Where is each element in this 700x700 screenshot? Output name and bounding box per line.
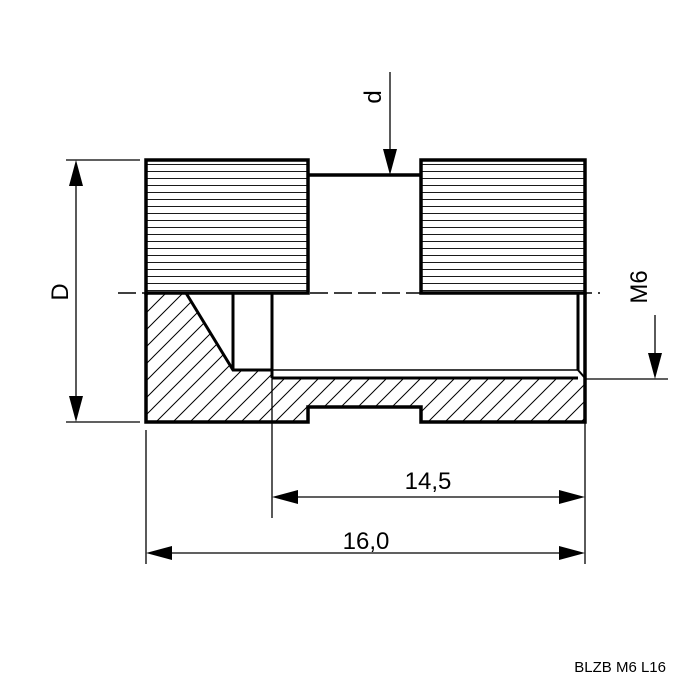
label-D: D	[47, 283, 74, 300]
label-d: d	[360, 90, 387, 103]
arrowhead-down-icon	[69, 396, 83, 422]
hatched-left-wall	[146, 293, 272, 422]
label-16-0: 16,0	[343, 528, 390, 555]
arrowhead-up-icon	[69, 160, 83, 186]
hatched-bottom-wall	[272, 378, 585, 422]
knurl-right-face	[419, 158, 587, 295]
dimension-d: d	[360, 72, 397, 175]
dimension-16-0: 16,0	[145, 430, 586, 564]
dimension-M6: M6	[585, 270, 668, 380]
arrowhead-left-icon	[272, 490, 298, 504]
dimension-D: D	[47, 159, 140, 423]
arrowhead-left-icon	[146, 546, 172, 560]
label-M6: M6	[626, 270, 653, 303]
upper-knurled-section	[144, 158, 587, 295]
label-14-5: 14,5	[405, 468, 452, 495]
arrowhead-down-icon	[383, 149, 397, 175]
center-groove-top	[308, 175, 421, 293]
dimension-14-5: 14,5	[271, 378, 586, 518]
knurl-left-face	[144, 158, 310, 295]
part-caption: BLZB M6 L16	[574, 659, 666, 676]
lower-section-view	[144, 292, 587, 424]
thread-end-chamfer	[577, 369, 586, 379]
section-outline	[144, 293, 587, 424]
arrowhead-down-icon	[648, 353, 662, 379]
arrowhead-right-icon	[559, 490, 585, 504]
arrowhead-right-icon	[559, 546, 585, 560]
